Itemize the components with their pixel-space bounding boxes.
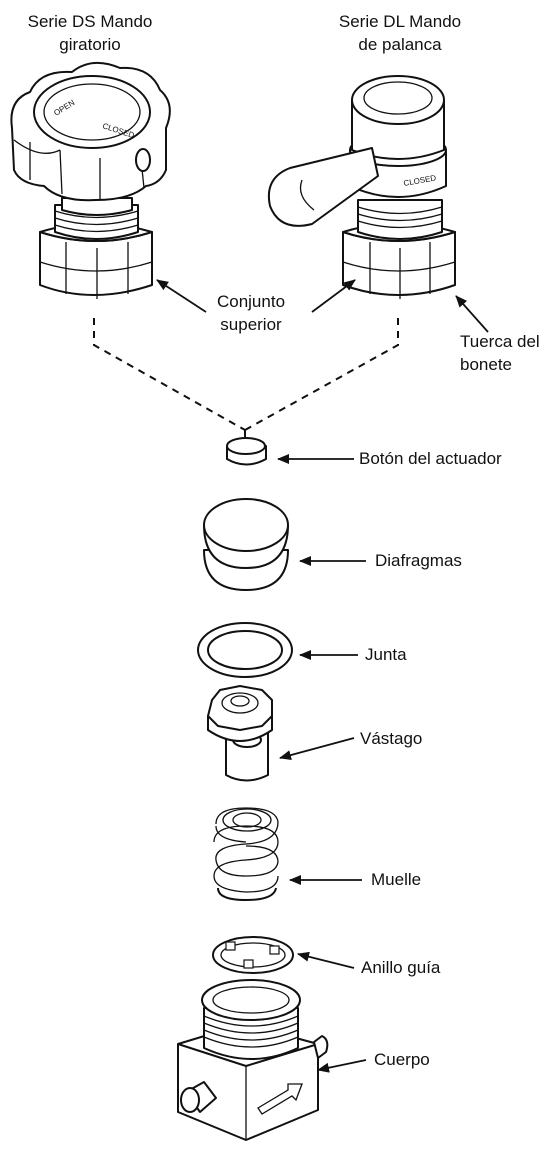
dl-title-line-2: de palanca	[358, 35, 442, 54]
anillo-guia-label: Anillo guía	[361, 958, 441, 977]
dl-lever-handle-assembly: CLOSED	[268, 75, 456, 299]
valve-body-part	[177, 979, 329, 1141]
conjunto-line-2: superior	[220, 315, 282, 334]
conjunto-line-1: Conjunto	[216, 292, 286, 311]
stem-part	[207, 685, 273, 782]
ds-rotary-handle-assembly: OPEN CLOSED	[10, 61, 171, 299]
tuerca-bonete-label: Tuerca del bonete	[460, 330, 540, 376]
spring-part	[213, 807, 279, 901]
junta-label: Junta	[365, 645, 407, 664]
tuerca-line-2: bonete	[460, 355, 512, 374]
gasket-part	[197, 622, 293, 678]
muelle-label: Muelle	[371, 870, 422, 889]
assembly-guide-lines	[93, 318, 399, 452]
conjunto-superior-label: Conjunto superior	[196, 290, 306, 336]
diaphragms-part	[203, 498, 289, 591]
dl-series-title: Serie DL Mando de palanca	[300, 10, 500, 56]
tuerca-line-1: Tuerca del	[460, 332, 540, 351]
actuator-button-part	[226, 437, 267, 466]
ds-series-title: Serie DS Mando giratorio	[0, 10, 180, 56]
ds-title-line-1: Serie DS Mando	[27, 12, 153, 31]
dl-title-line-1: Serie DL Mando	[338, 12, 462, 31]
guide-ring-part	[212, 936, 294, 974]
vastago-label: Vástago	[360, 729, 423, 748]
boton-actuador-label: Botón del actuador	[359, 449, 502, 468]
leader-arrows	[156, 279, 489, 1073]
ds-title-line-2: giratorio	[59, 35, 121, 54]
cuerpo-label: Cuerpo	[374, 1050, 430, 1069]
diafragmas-label: Diafragmas	[375, 551, 462, 570]
